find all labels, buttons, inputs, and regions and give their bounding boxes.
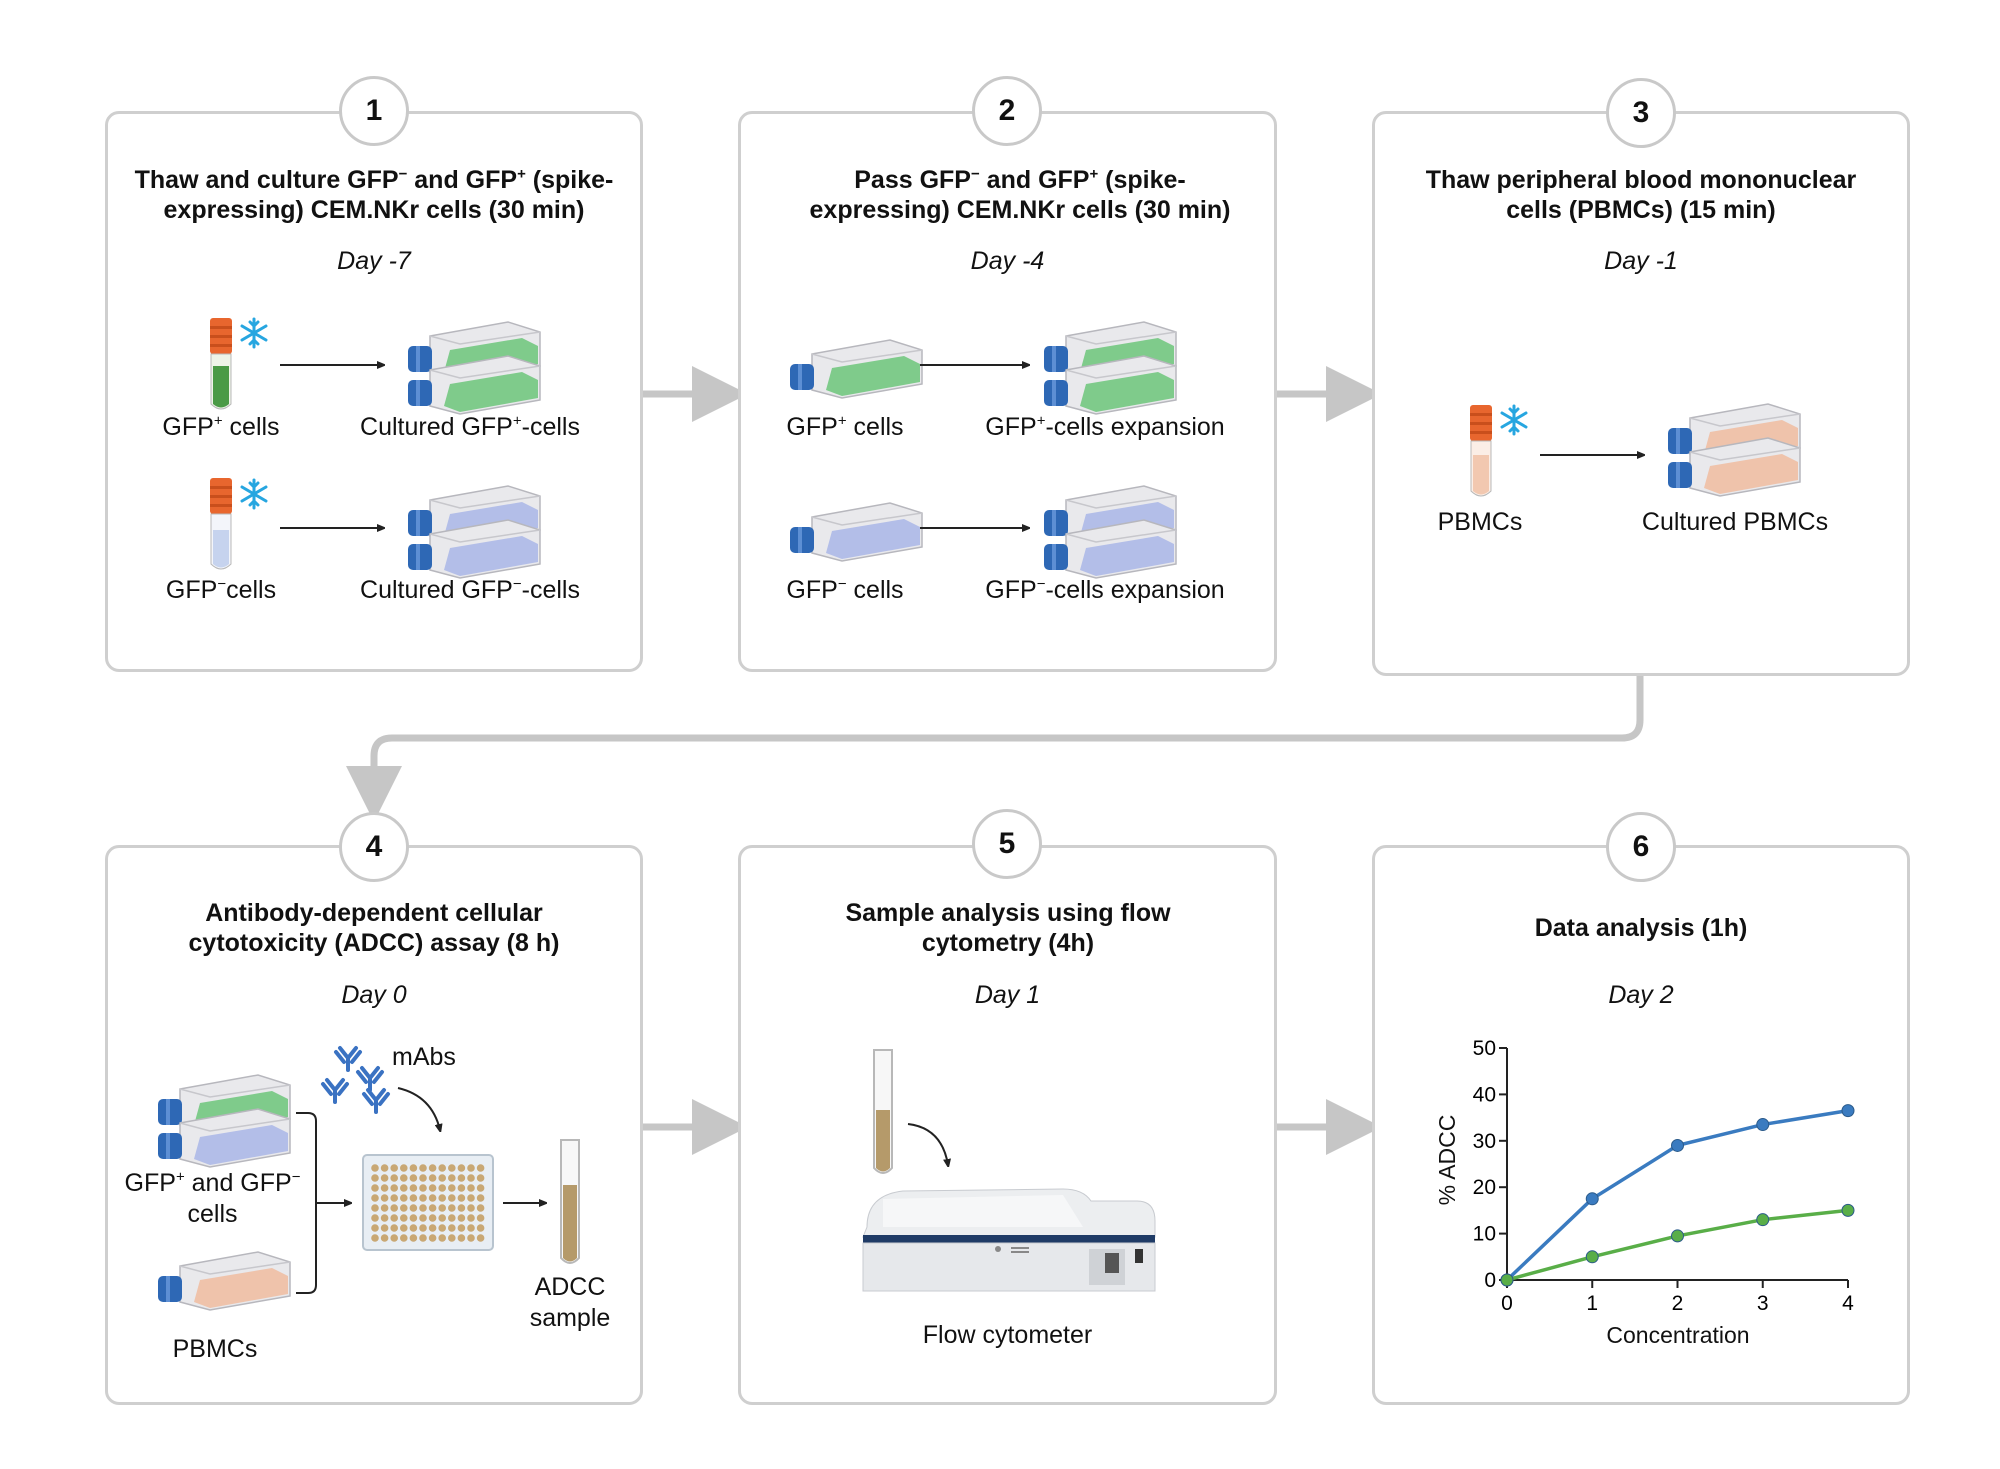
series-2-point xyxy=(1585,1250,1599,1264)
step-5-panel xyxy=(738,845,1277,1405)
step-6-number: 6 xyxy=(1606,812,1676,882)
y-tick-label: 30 xyxy=(1473,1130,1496,1153)
x-tick-label: 1 xyxy=(1586,1292,1598,1315)
series-1-point xyxy=(1756,1118,1770,1132)
series-2-point xyxy=(1500,1273,1514,1287)
gfp-pos-cryotube xyxy=(210,318,232,410)
step-3-day: Day -1 xyxy=(1604,247,1678,275)
series-1-line xyxy=(1505,1108,1849,1282)
series-2-point xyxy=(1671,1229,1684,1243)
step-6-title: Data analysis (1h) xyxy=(1534,914,1748,942)
chart-ylabel: % ADCC xyxy=(1434,1114,1460,1206)
step-4-number: 4 xyxy=(339,812,409,882)
step-2-day: Day -4 xyxy=(970,247,1045,275)
cells-label: cells xyxy=(187,1200,238,1228)
y-tick-label: 50 xyxy=(1473,1037,1496,1060)
cultured-gfp-pos-label: Cultured GFP+-cells xyxy=(360,412,580,441)
series-2-point xyxy=(1756,1213,1770,1227)
cultured-pbmcs-label: Cultured PBMCs xyxy=(1641,508,1829,536)
y-tick-label: 20 xyxy=(1473,1176,1496,1199)
step-6-day: Day 2 xyxy=(1608,981,1674,1009)
step-3-title: Thaw peripheral blood mononuclear cells … xyxy=(1425,166,1857,224)
gfp-pos-expansion-label: GFP+-cells expansion xyxy=(985,412,1225,441)
x-tick-label: 2 xyxy=(1672,1292,1684,1315)
y-tick-label: 10 xyxy=(1473,1223,1496,1246)
y-tick-label: 40 xyxy=(1473,1083,1496,1106)
x-tick-label: 3 xyxy=(1757,1292,1769,1315)
p4-pbmcs-label: PBMCs xyxy=(172,1335,258,1363)
series-1-point xyxy=(1585,1192,1599,1206)
step-1-number: 1 xyxy=(339,76,409,146)
step-1-day: Day -7 xyxy=(337,247,411,275)
sample-label: sample xyxy=(529,1304,611,1332)
series-1-point xyxy=(1671,1138,1684,1152)
p2-gfp-pos-cells-label: GFP+ cells xyxy=(786,412,904,441)
arrow-step3-to-step4 xyxy=(346,676,1644,822)
flow-cytometer-label: Flow cytometer xyxy=(922,1321,1093,1349)
flow-cytometer-device xyxy=(862,1188,1156,1292)
gfp-neg-cryotube xyxy=(210,478,232,570)
step-2-number: 2 xyxy=(972,76,1042,146)
gfp-neg-cells-label: GFP−cells xyxy=(165,575,277,604)
step-4-day: Day 0 xyxy=(341,981,407,1009)
step-1-panel xyxy=(105,111,643,672)
mabs-label: mAbs xyxy=(392,1043,456,1071)
cultured-gfp-neg-label: Cultured GFP−-cells xyxy=(360,575,580,604)
adcc-label: ADCC xyxy=(534,1273,606,1301)
gfp-both-label: GFP+ and GFP− xyxy=(124,1168,301,1197)
step-1-title: Thaw and culture GFP− and GFP+ (spike-ex… xyxy=(134,165,614,224)
step-4-title: Antibody-dependent cellular cytotoxicity… xyxy=(188,899,560,957)
step-5-number: 5 xyxy=(972,809,1042,879)
gfp-neg-expansion-label: GFP−-cells expansion xyxy=(985,575,1225,604)
step-5-title: Sample analysis using flow cytometry (4h… xyxy=(845,899,1171,957)
step-3-number: 3 xyxy=(1606,78,1676,148)
step-5-day: Day 1 xyxy=(974,981,1041,1009)
step-6-panel xyxy=(1372,845,1910,1405)
chart-xlabel: Concentration xyxy=(1606,1322,1750,1348)
series-1-point xyxy=(1841,1104,1855,1118)
p2-gfp-neg-cells-label: GFP− cells xyxy=(786,575,904,604)
series-2-line xyxy=(1506,1208,1849,1282)
series-2-point xyxy=(1841,1203,1855,1217)
y-tick-label: 0 xyxy=(1484,1269,1496,1292)
x-tick-label: 4 xyxy=(1842,1292,1854,1315)
sample-tube xyxy=(873,1049,893,1174)
pbmcs-label: PBMCs xyxy=(1437,508,1523,536)
96-well-plate xyxy=(362,1154,494,1251)
x-tick-label: 0 xyxy=(1501,1292,1513,1315)
step-2-title: Pass GFP− and GFP+ (spike-expressing) CE… xyxy=(809,165,1231,224)
pbmc-cryotube xyxy=(1470,405,1492,497)
adcc-sample-tube xyxy=(560,1139,580,1264)
gfp-pos-cells-label: GFP+ cells xyxy=(162,412,280,441)
